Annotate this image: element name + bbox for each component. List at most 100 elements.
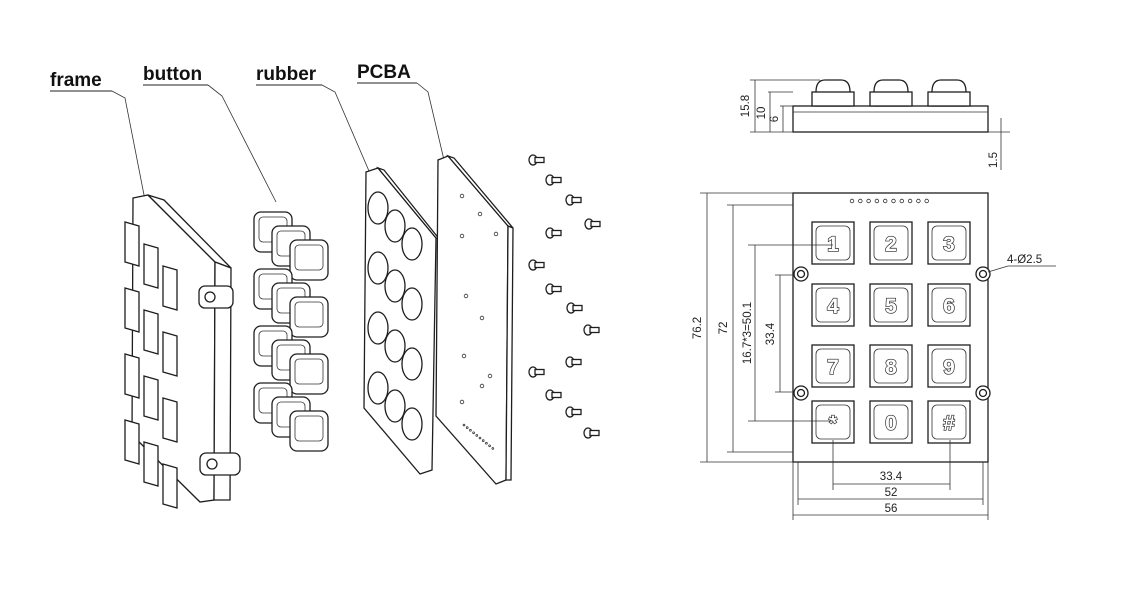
rubber-dome — [401, 287, 423, 321]
rubber-dome — [384, 389, 406, 423]
key-label: 6 — [943, 295, 955, 318]
rubber-dome — [367, 191, 389, 225]
rubber-dome — [367, 311, 389, 345]
dim-overall-height: 76.2 — [692, 317, 704, 339]
side-view: 15.8 10 6 1.5 — [740, 79, 1010, 170]
button-parts — [253, 211, 329, 452]
frame-key-window — [124, 353, 140, 399]
indicator-dot — [924, 198, 929, 204]
screw-shaft — [551, 391, 562, 399]
pcba-pin — [475, 434, 479, 437]
key-label: 9 — [943, 356, 955, 379]
rubber-dome — [367, 251, 389, 285]
key-label: 7 — [827, 356, 839, 379]
pcba-part — [435, 154, 514, 485]
rubber-domes — [367, 191, 423, 441]
pcba-hole — [463, 293, 469, 299]
rubber-dome — [384, 209, 406, 243]
pcba-pin — [472, 431, 475, 435]
key-label: * — [829, 412, 838, 435]
pcba-pin — [465, 426, 469, 429]
frame-key-window — [162, 397, 178, 443]
key-inner — [931, 225, 967, 261]
key-outer — [869, 344, 913, 388]
key-label: 2 — [885, 233, 897, 256]
screw-shaft — [534, 156, 545, 164]
key-inner — [873, 404, 909, 440]
key-outer — [927, 344, 971, 388]
mount-hole-right-top-inner — [978, 269, 988, 279]
label-frame: frame — [50, 70, 102, 91]
key-inner — [931, 404, 967, 440]
button-cap-face — [294, 358, 324, 385]
pcba-pin — [462, 423, 466, 427]
key-inner — [931, 348, 967, 384]
pcba-pin — [478, 436, 482, 440]
pcba-side-edge — [505, 225, 514, 481]
screw-shaft — [572, 304, 583, 312]
pcba-hole — [493, 231, 499, 237]
part-labels: frame button rubber PCBA — [50, 62, 445, 203]
key-label: 8 — [885, 356, 897, 379]
button-cap-face — [294, 415, 324, 442]
screw-shaft — [534, 261, 545, 269]
key-inner — [815, 287, 851, 323]
key-label: 3 — [943, 233, 955, 256]
pcba-board — [435, 155, 509, 485]
indicator-dot — [874, 198, 880, 204]
frame-side-edge — [213, 261, 232, 501]
dim-holes: 4-Ø2.5 — [1007, 254, 1042, 266]
frame-mount-tab-bottom — [199, 452, 241, 476]
frame-mount-hole-bottom — [206, 458, 218, 470]
front-view-indicator-dots — [849, 198, 929, 204]
pcba-hole — [459, 193, 465, 199]
dim-inner-width: 52 — [885, 487, 898, 499]
dim-overall-width: 56 — [885, 503, 898, 515]
key-inner — [873, 225, 909, 261]
pcba-holes — [459, 193, 499, 405]
leader-pcba — [416, 82, 445, 161]
key-outer — [927, 400, 971, 444]
rubber-dome — [384, 269, 406, 303]
key-outer — [811, 221, 855, 265]
screw-shaft — [551, 285, 562, 293]
key-inner — [815, 225, 851, 261]
key-inner — [815, 404, 851, 440]
indicator-dot — [849, 198, 855, 204]
side-view-button-base — [927, 91, 971, 107]
frame-key-window — [162, 331, 178, 377]
key-inner — [873, 348, 909, 384]
rubber-dome — [401, 227, 423, 261]
screw-shaft — [571, 408, 582, 416]
leader-button — [207, 84, 277, 203]
frame-mount-tab-top — [198, 285, 234, 309]
key-outer — [927, 221, 971, 265]
pcba-pin — [485, 441, 488, 445]
key-label: 4 — [827, 295, 839, 318]
indicator-dot — [899, 198, 904, 204]
key-label: 1 — [827, 233, 839, 256]
key-outer — [869, 221, 913, 265]
label-button: button — [143, 64, 202, 85]
key-outer — [811, 344, 855, 388]
dim-key-span-vertical: 33.4 — [765, 322, 777, 345]
frame-key-window — [162, 463, 178, 509]
button-cap-face — [294, 244, 324, 271]
screw-shaft — [551, 229, 562, 237]
button-cap-face — [294, 301, 324, 328]
mount-hole-left-bottom-inner — [796, 388, 806, 398]
key-inner — [931, 287, 967, 323]
pcba-hole — [477, 211, 483, 217]
indicator-dot — [858, 198, 863, 204]
key-outer — [869, 400, 913, 444]
pcba-pin — [491, 447, 495, 450]
button-cap — [289, 239, 329, 281]
rubber-dome — [367, 371, 389, 405]
frame-part — [124, 194, 241, 509]
label-rubber: rubber — [256, 64, 317, 85]
mount-hole-left-top-inner — [796, 269, 806, 279]
key-inner — [873, 287, 909, 323]
